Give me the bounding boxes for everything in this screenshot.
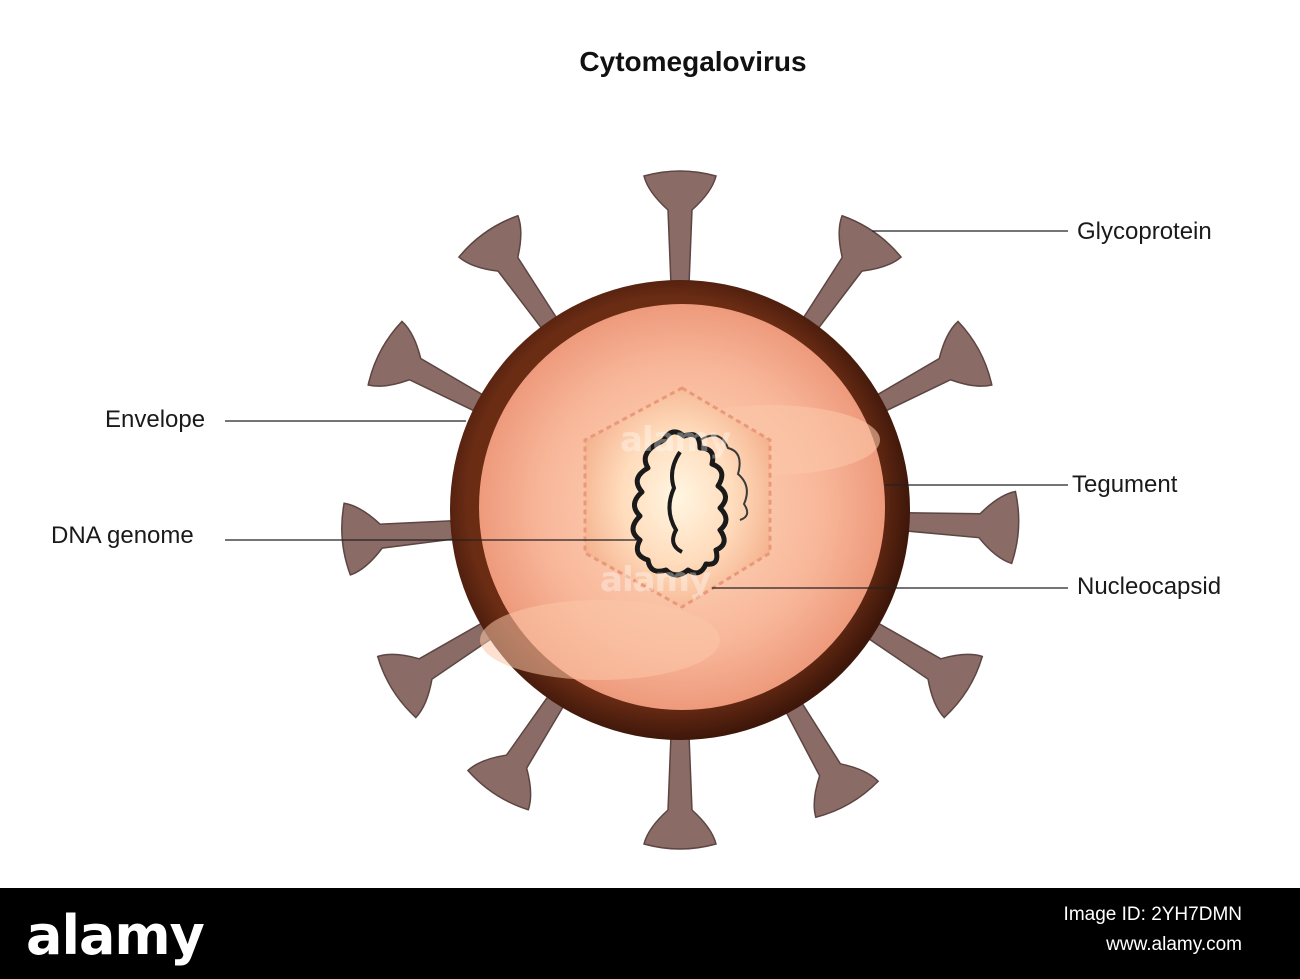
nucleocapsid-hexagon [583,386,772,609]
glycoprotein-spike [341,502,458,576]
glycoprotein-spike [457,214,560,332]
label-nucleocapsid: Nucleocapsid [1077,573,1222,600]
glycoprotein-spike [466,692,567,811]
glycoprotein-spike [865,620,984,719]
glycoprotein-spikes [341,170,1020,850]
virus-illustration [225,170,1068,850]
glycoprotein-spike [873,320,993,414]
dna-genome-inner [667,450,683,554]
leader-lines [225,230,1068,589]
dna-genome-loose [699,434,749,521]
virus-diagram: Cytomegalovirus [51,46,1222,850]
label-dna-genome: DNA genome [51,522,194,549]
label-envelope: Envelope [105,406,206,433]
glycoprotein-spike [376,620,495,719]
watermark: alamy [600,560,711,600]
glycoprotein-spike [643,734,717,850]
diagram-title: Cytomegalovirus [579,46,807,77]
dna-genome-strand [630,429,729,578]
glycoprotein-spike [367,320,487,414]
alamy-logo: alamy [26,904,205,967]
footer-url: www.alamy.com [1106,934,1242,955]
watermark: alamy [620,420,731,460]
glycoprotein-spike [783,699,880,819]
label-glycoprotein: Glycoprotein [1077,218,1212,245]
glycoprotein-spike [903,490,1020,565]
tegument-highlight [480,600,720,680]
glycoprotein-spike [643,170,717,286]
footer-bar: alamy Image ID: 2YH7DMN www.alamy.com [0,888,1300,979]
glycoprotein-spike [800,214,903,332]
label-tegument: Tegument [1072,471,1178,498]
image-id: Image ID: 2YH7DMN [1063,904,1242,925]
